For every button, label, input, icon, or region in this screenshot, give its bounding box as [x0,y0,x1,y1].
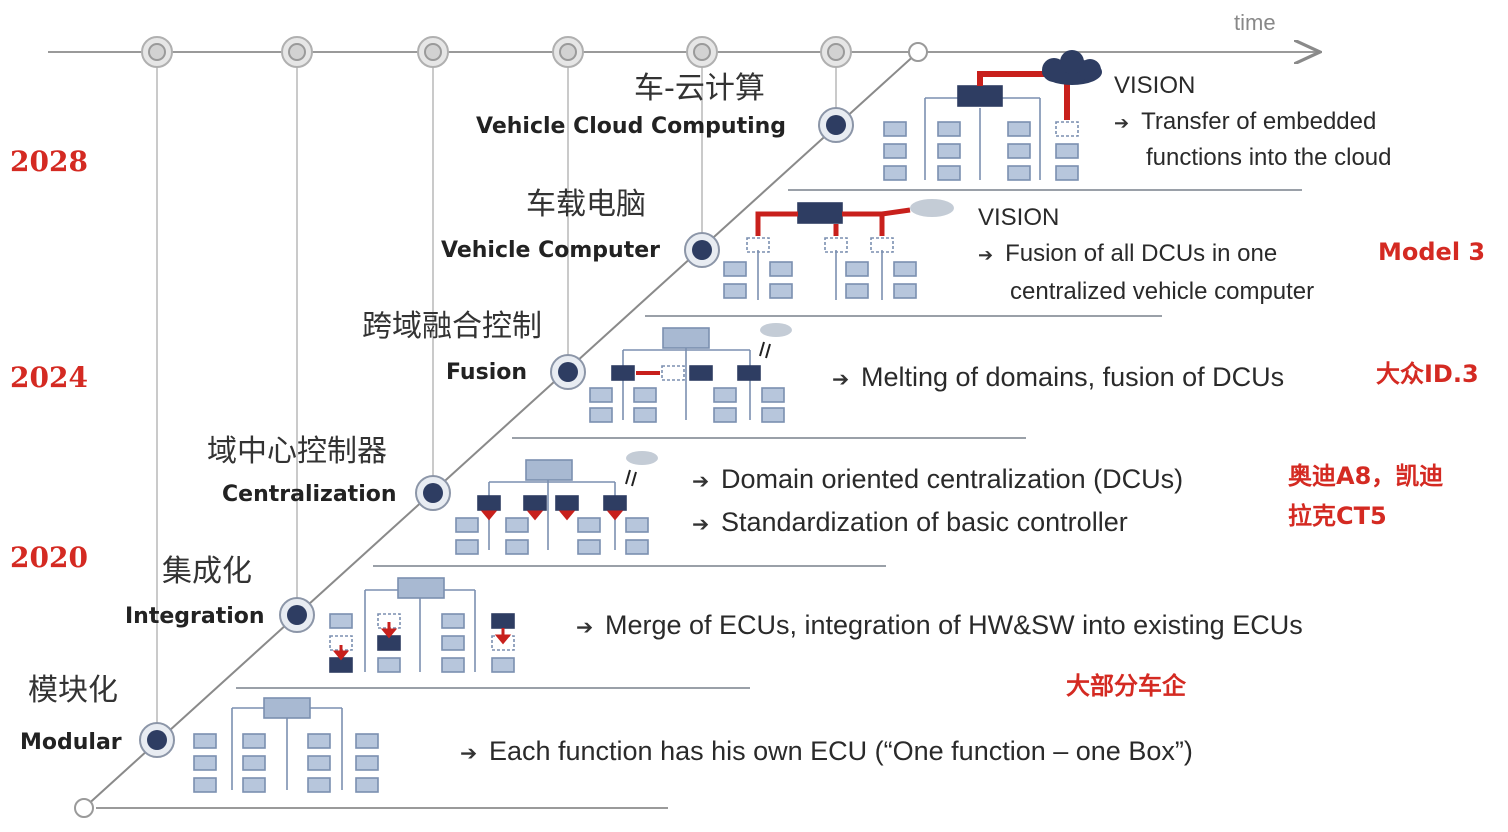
stage-nodes [139,107,854,758]
axis-node-open [908,42,928,62]
axis-node [686,36,718,68]
stage-title-en-modular: Modular [20,730,122,755]
arrow-icon: ➔ [692,514,709,536]
stage-desc-vehicle-cloud-1: ➔Transfer of embedded [1114,108,1377,135]
arrow-icon: ➔ [576,617,593,639]
vision-label-vehicle-computer: VISION [978,204,1060,231]
vision-label-vehicle-cloud: VISION [1114,72,1196,99]
stage-desc-centralization-2: ➔Standardization of basic controller [692,507,1128,537]
axis-node [417,36,449,68]
stage-node-fusion [550,354,586,390]
stage-title-zh-integration: 集成化 [162,554,252,589]
arrow-icon: ➔ [978,245,994,265]
axis-node [552,36,584,68]
stage-title-zh-modular: 模块化 [28,673,118,708]
axis-node [820,36,852,68]
vehicle-cloud-architecture-diagram [883,50,1102,181]
vehicle-computer-architecture-diagram [723,199,954,300]
example-modular: 大部分车企 [1066,672,1186,700]
stage-node-integration [279,597,315,633]
arrow-icon: ➔ [832,369,849,391]
year-label-2024: 2024 [10,361,88,394]
example-vehicle-computer: Model 3 [1378,238,1486,266]
time-axis-label: time [1234,10,1276,35]
centralization-architecture-diagram [455,451,658,555]
stage-node-centralization [415,475,451,511]
year-label-2020: 2020 [10,541,88,574]
stage-title-zh-centralization: 域中心控制器 [207,434,387,469]
axis-node [141,36,173,68]
stage-separators [236,189,1302,689]
example-centralization-line1: 奥迪A8，凯迪 [1288,462,1444,490]
stage-title-zh-fusion: 跨域融合控制 [362,309,542,344]
stage-desc-modular: ➔Each function has his own ECU (“One fun… [460,736,1193,766]
stage-desc-vehicle-cloud-2: functions into the cloud [1146,144,1392,171]
integration-architecture-diagram [329,577,515,673]
stage-title-en-fusion: Fusion [446,360,528,385]
example-fusion: 大众ID.3 [1376,360,1479,388]
example-centralization-line2: 拉克CT5 [1288,502,1387,530]
stage-title-en-vehicle-cloud: Vehicle Cloud Computing [476,114,787,139]
axis-nodes [74,36,928,818]
year-label-2028: 2028 [10,145,88,178]
stage-desc-vehicle-computer-1: ➔Fusion of all DCUs in one [978,240,1278,267]
stage-title-en-vehicle-computer: Vehicle Computer [441,238,660,263]
stage-node-modular [139,722,175,758]
stage-desc-centralization-1: ➔Domain oriented centralization (DCUs) [692,464,1184,494]
drop-lines [156,52,837,740]
stage-title-en-centralization: Centralization [222,482,397,507]
baseline-node-open [74,798,94,818]
arrow-icon: ➔ [1114,113,1130,133]
arrow-icon: ➔ [460,743,477,765]
arrow-icon: ➔ [692,471,709,493]
stage-desc-integration: ➔Merge of ECUs, integration of HW&SW int… [576,610,1303,640]
stage-title-zh-vehicle-cloud: 车-云计算 [634,71,765,106]
stage-desc-vehicle-computer-2: centralized vehicle computer [1010,278,1315,305]
cloud-icon [1042,50,1102,85]
stage-title-zh-vehicle-computer: 车载电脑 [526,187,646,222]
stage-title-en-integration: Integration [125,604,265,629]
fusion-architecture-diagram [589,323,792,423]
stage-desc-fusion: ➔Melting of domains, fusion of DCUs [832,362,1285,392]
stage-node-vehicle-computer [684,232,720,268]
progression-line [83,51,919,809]
axis-node [281,36,313,68]
modular-architecture-diagram [193,697,379,793]
stage-node-vehicle-cloud [818,107,854,143]
